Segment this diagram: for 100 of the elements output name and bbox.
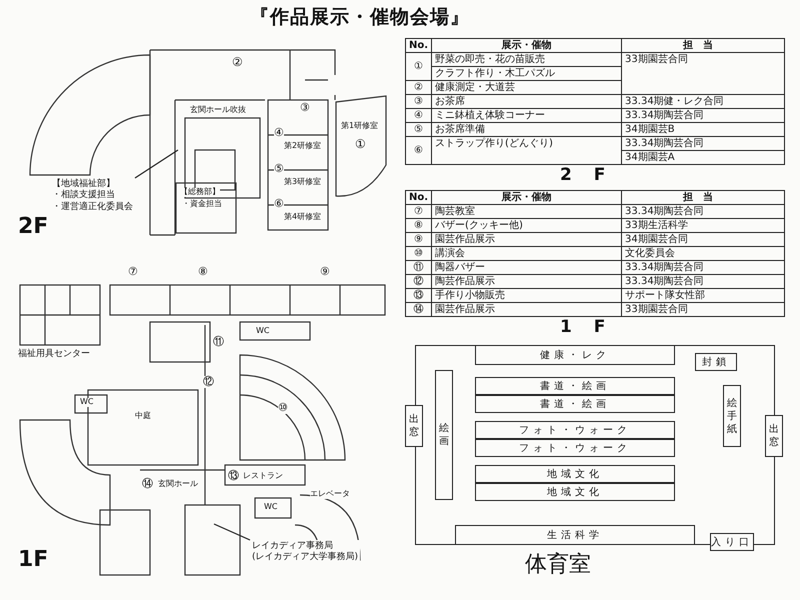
room-label: 第2研修室: [284, 142, 322, 151]
room-label: 玄関ホール吹抜: [190, 106, 246, 115]
table-cell: ⑤: [406, 122, 432, 136]
table-cell: クラフト作り・木工パズル: [432, 66, 622, 80]
table-cell: お茶席: [432, 94, 622, 108]
table-cell: ①: [406, 52, 432, 80]
table-cell: 34期園芸合同: [622, 232, 784, 246]
booth-box: 生活科学: [455, 525, 695, 545]
table-cell: ④: [406, 108, 432, 122]
table-cell: ⑪: [406, 260, 432, 274]
callout-number: ⑪: [213, 336, 224, 348]
booth-box: 絵手紙: [723, 385, 741, 447]
booth-box: 健康・レク: [475, 345, 675, 365]
table-cell: 33.34期陶芸合同: [622, 274, 784, 288]
table-header-cell: 展示・催物: [432, 38, 622, 52]
department-text: ・相談支援担当: [52, 190, 116, 201]
room-label: エレベータ: [310, 490, 350, 499]
table-cell: 手作り小物販売: [432, 288, 622, 302]
table-cell: ⑧: [406, 218, 432, 232]
table-cell: バザー(クッキー他): [432, 218, 622, 232]
leader-line: [214, 523, 250, 541]
table-cell: ③: [406, 94, 432, 108]
callout-number: ①: [355, 138, 366, 152]
gymnasium-title: 体育室: [525, 551, 591, 579]
room-label: 第1研修室: [341, 122, 378, 131]
table-header-cell: No.: [406, 190, 432, 204]
table-cell: 園芸作品展示: [432, 232, 622, 246]
table-cell: サポート隊女性部: [622, 288, 784, 302]
table-cell: 33期生活科学: [622, 218, 784, 232]
room-label: レストラン: [243, 472, 283, 481]
booth-box: 地域文化: [475, 483, 675, 501]
table-cell: 文化委員会: [622, 246, 784, 260]
booth-box: フォト・ウォーク: [475, 421, 675, 439]
table-cell: 陶器バザー: [432, 260, 622, 274]
callout-number: ⑧: [198, 266, 208, 278]
callout-number: ②: [232, 56, 243, 70]
callout-number: ⑬: [228, 470, 239, 482]
department-text: レイカディア事務局: [252, 541, 334, 552]
booth-box: 出窓: [765, 415, 783, 457]
table-cell: ⑩: [406, 246, 432, 260]
table-cell: 33.34期陶芸合同: [622, 260, 784, 274]
room-label: 玄関ホール: [158, 480, 198, 489]
table-cell: 33.34期健・レク合同: [622, 94, 784, 108]
room-label: WC: [264, 503, 278, 512]
callout-number: ⑦: [128, 266, 138, 278]
table-cell: ストラップ作り(どんぐり): [432, 136, 622, 164]
floor-label: 1 F: [560, 317, 614, 337]
floor-label: 1F: [18, 548, 48, 572]
table-cell: ⑫: [406, 274, 432, 288]
booth-box: フォト・ウォーク: [475, 439, 675, 457]
table-cell: ミニ鉢植え体験コーナー: [432, 108, 622, 122]
room-label: WC: [80, 398, 94, 407]
booth-box: 出窓: [405, 405, 423, 447]
table-cell: 33.34期陶芸合同: [622, 204, 784, 218]
department-text: (レイカディア大学事務局): [252, 552, 358, 564]
table-cell: 陶芸教室: [432, 204, 622, 218]
room-label: 福祉用具センター: [18, 350, 90, 360]
table-cell: お茶席準備: [432, 122, 622, 136]
table-cell: ⑥: [406, 136, 432, 164]
table-header-cell: 担当: [622, 190, 784, 204]
booth-box: 入り口: [710, 533, 754, 551]
callout-number: ⑩: [278, 402, 288, 414]
callout-number: ⑫: [203, 376, 214, 388]
booth-box: 書道・絵画: [475, 377, 675, 395]
callout-number: ③: [300, 102, 310, 114]
table-cell: 34期園芸B: [622, 122, 784, 136]
callout-number: ⑥: [274, 198, 284, 210]
table-cell: 野菜の即売・花の苗販売: [432, 52, 622, 66]
department-text: 【地域福祉部】: [52, 179, 116, 190]
table-cell: 33.34期陶芸合同: [622, 108, 784, 122]
department-text: ・運営適正化委員会: [52, 202, 133, 213]
table-header-cell: 担当: [622, 38, 784, 52]
room-label: 第3研修室: [284, 178, 322, 187]
room-label: 中庭: [135, 412, 151, 421]
table-header-cell: No.: [406, 38, 432, 52]
table-cell: 33.34期陶芸合同: [622, 136, 784, 150]
floor-label: 2 F: [560, 165, 614, 185]
table-cell: 健康測定・大道芸: [432, 80, 622, 94]
booth-box: 書道・絵画: [475, 395, 675, 413]
room-label: 第4研修室: [284, 213, 322, 222]
callout-number: ⑨: [320, 266, 330, 278]
table-cell: 34期園芸A: [622, 150, 784, 164]
table-cell: 講演会: [432, 246, 622, 260]
callout-number: ④: [274, 127, 284, 140]
table-cell: ⑨: [406, 232, 432, 246]
booth-box: 封鎖: [695, 353, 737, 371]
page-title: 『作品展示・催物会場』: [250, 5, 470, 30]
room-label: WC: [256, 327, 270, 336]
leader-line: [134, 150, 178, 178]
room-label: ・資金担当: [182, 200, 222, 209]
callout-number: ⑤: [274, 163, 284, 176]
table-cell: ⑭: [406, 302, 432, 316]
callout-number: ⑭: [142, 478, 153, 490]
table-cell: ⑬: [406, 288, 432, 302]
table-header-cell: 展示・催物: [432, 190, 622, 204]
floor-label: 2F: [18, 215, 48, 240]
booth-box: 絵画: [435, 370, 453, 500]
table-cell: 園芸作品展示: [432, 302, 622, 316]
table-cell: 陶芸作品展示: [432, 274, 622, 288]
table-cell: 33期園芸合同: [622, 52, 784, 94]
